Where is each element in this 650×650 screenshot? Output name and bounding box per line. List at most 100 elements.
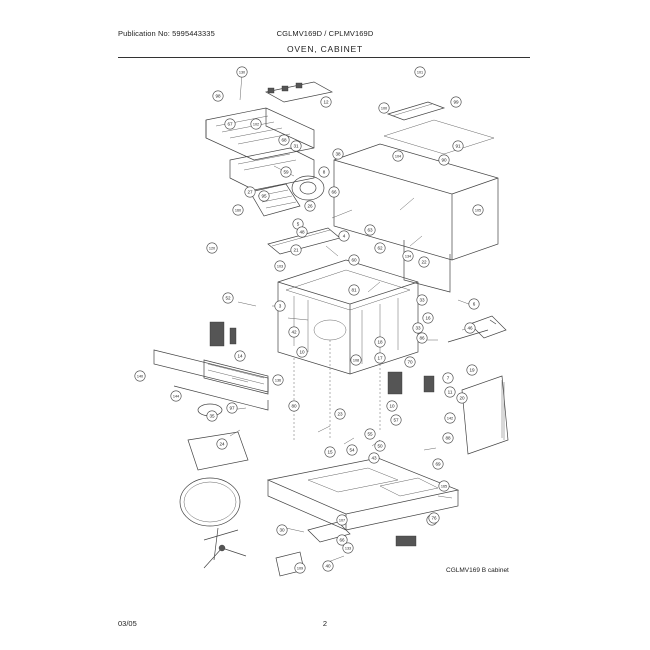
callout-label: 18 xyxy=(377,340,383,345)
callout-label: 101 xyxy=(417,71,423,75)
callout-bubble xyxy=(224,118,236,130)
callout-label: 33 xyxy=(415,326,421,331)
callout-c68: 88 xyxy=(442,432,454,444)
callout-bubble xyxy=(244,186,256,198)
callout-bubble xyxy=(402,250,414,262)
callout-bubble xyxy=(466,364,478,376)
diagram-caption: CGLMV169 B cabinet xyxy=(446,567,509,574)
callout-c34: 22 xyxy=(418,256,430,268)
callout-label: 33 xyxy=(419,298,425,303)
callout-label: 8 xyxy=(323,170,326,175)
callout-c56: 144 xyxy=(170,390,182,402)
callout-bubble xyxy=(280,166,292,178)
callout-c58: 80 xyxy=(288,400,300,412)
callout-c36: 33 xyxy=(416,294,428,306)
callout-c64: 50 xyxy=(374,440,386,452)
callout-c18: 95 xyxy=(258,190,270,202)
callout-c47: 10 xyxy=(296,346,308,358)
callout-bubble xyxy=(290,140,302,152)
callout-c5: 100 xyxy=(378,102,390,114)
callout-label: 90 xyxy=(441,158,447,163)
callout-label: 21 xyxy=(293,248,299,253)
callout-label: 17 xyxy=(377,356,383,361)
callout-label: 43 xyxy=(371,456,377,461)
callout-bubble xyxy=(288,400,300,412)
callout-label: 5 xyxy=(297,222,300,227)
callout-label: 86 xyxy=(419,336,425,341)
turntable-parts xyxy=(179,403,249,569)
callout-label: 48 xyxy=(299,230,305,235)
callout-c45: 14 xyxy=(234,350,246,362)
callout-c4: 12 xyxy=(320,96,332,108)
callout-label: 31 xyxy=(293,144,299,149)
callout-c27: 62 xyxy=(374,242,386,254)
callout-label: 99 xyxy=(453,100,459,105)
callout-bubble xyxy=(216,438,228,450)
page-number: 2 xyxy=(322,619,328,628)
callout-bubble xyxy=(422,312,434,324)
control-panel xyxy=(153,321,269,411)
callout-c42: 86 xyxy=(416,332,428,344)
callout-c61: 69 xyxy=(432,458,444,470)
callout-label: 35 xyxy=(209,414,215,419)
callout-c9: 102 xyxy=(250,118,262,130)
callout-c78: 133 xyxy=(342,542,354,554)
callout-label: 27 xyxy=(247,190,253,195)
callout-bubble xyxy=(452,140,464,152)
callout-c75: 30 xyxy=(276,524,288,536)
callout-bubble xyxy=(438,480,450,492)
callout-c76: 66 xyxy=(336,534,348,546)
callout-c57: 97 xyxy=(226,402,238,414)
callout-label: 52 xyxy=(225,296,231,301)
callout-bubble xyxy=(324,446,336,458)
callout-label: 66 xyxy=(331,190,337,195)
callout-bubble xyxy=(412,322,424,334)
callout-label: 165 xyxy=(441,485,447,489)
callout-label: 57 xyxy=(393,418,399,423)
callout-bubble xyxy=(392,150,404,162)
callout-c55: 136 xyxy=(272,374,284,386)
callout-label: 23 xyxy=(337,412,343,417)
callout-bubble xyxy=(226,402,238,414)
callout-bubble xyxy=(364,428,376,440)
callout-bubble xyxy=(212,90,224,102)
callout-c38: 16 xyxy=(422,312,434,324)
callout-c25: 48 xyxy=(296,226,308,238)
callout-bubble xyxy=(442,432,454,444)
callout-bubble xyxy=(296,226,308,238)
callout-bubble xyxy=(274,260,286,272)
callout-c65: 10 xyxy=(386,400,398,412)
callout-label: 60 xyxy=(351,258,357,263)
callout-label: 22 xyxy=(421,260,427,265)
callout-label: 142 xyxy=(447,417,453,421)
callout-label: 42 xyxy=(291,330,297,335)
callout-bubble xyxy=(304,200,316,212)
callout-c67: 57 xyxy=(390,414,402,426)
callout-label: 15 xyxy=(327,450,333,455)
callout-label: 70 xyxy=(407,360,413,365)
callout-c7: 68 xyxy=(278,134,290,146)
callout-label: 102 xyxy=(253,123,259,127)
callout-bubble xyxy=(374,242,386,254)
callout-bubble xyxy=(328,186,340,198)
callout-c21: 160 xyxy=(232,204,244,216)
callout-c33: 52 xyxy=(222,292,234,304)
callout-label: 26 xyxy=(307,204,313,209)
callout-bubble xyxy=(374,440,386,452)
callout-label: 30 xyxy=(279,528,285,533)
callout-label: 12 xyxy=(323,100,329,105)
callout-c54: 19 xyxy=(466,364,478,376)
callout-c11: 91 xyxy=(452,140,464,152)
callout-label: 120 xyxy=(209,247,215,251)
callout-bubble xyxy=(336,514,348,526)
vent-grille-assembly xyxy=(205,81,333,191)
callout-bubble xyxy=(468,298,480,310)
callout-label: 4 xyxy=(343,234,346,239)
callout-bubble xyxy=(416,294,428,306)
callout-label: 140 xyxy=(137,375,143,379)
callout-c39: 6 xyxy=(468,298,480,310)
callout-label: 107 xyxy=(339,519,345,523)
callout-c37: 81 xyxy=(348,284,360,296)
callout-bubble xyxy=(428,512,440,524)
callout-c79: 109 xyxy=(294,562,306,574)
